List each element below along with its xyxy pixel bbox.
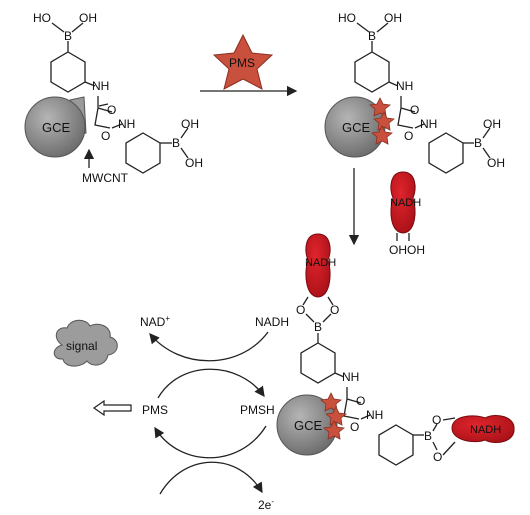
nadh-shape-1: [390, 171, 416, 234]
benzene-ring-3: [354, 51, 390, 93]
gce-label-1: GCE: [42, 120, 71, 135]
molecule-initial: HO OH B NH O O NH B OH OH GCE MWCNT: [24, 11, 203, 185]
nadh-diol-bonds: [396, 233, 410, 241]
star-icon: [373, 111, 395, 131]
oxygen-label-6: O: [330, 303, 339, 317]
boron-label-3: B: [368, 29, 376, 43]
oxygen-label-5: O: [296, 303, 305, 317]
catalytic-cycle: NAD+ NADH PMS PMSH 2e- signal: [53, 314, 289, 512]
amide-bond-6: [360, 414, 371, 420]
oxygen-label-10: O: [433, 450, 442, 464]
star-icon: [212, 33, 274, 90]
molecule-bound: NADH O O B NH O O NH B O O NADH GCE: [276, 233, 515, 466]
pmsh-label: PMSH: [240, 403, 275, 417]
pms-label-top: PMS: [229, 56, 255, 70]
oxygen-label-1: O: [107, 103, 116, 117]
boronate-ring-bonds-1: [302, 296, 334, 323]
nh-label-6: NH: [366, 408, 383, 422]
signal-label: signal: [66, 339, 97, 353]
boronic-bonds-1: [51, 22, 84, 52]
gce-label-3: GCE: [294, 418, 323, 433]
hydroxyl-label-5: HO: [338, 11, 356, 25]
hydroxyl-label-3: OH: [181, 117, 199, 131]
mwcnt-label: MWCNT: [82, 171, 129, 185]
hollow-arrow-icon: [92, 399, 132, 417]
carbonyl-bonds-1: [94, 96, 113, 129]
pmsh-oxidation-arc: [154, 425, 267, 459]
star-icon: [371, 125, 393, 145]
hydroxyl-label-7: OH: [483, 117, 501, 131]
benzene-ring-6: [378, 424, 414, 466]
benzene-ring-4: [428, 132, 464, 174]
electron-transfer-arc: [159, 461, 263, 495]
boron-label-5: B: [314, 320, 322, 334]
nadh-shape-3: [451, 415, 515, 443]
amide-bond-3: [388, 81, 399, 87]
nad-plus-label: NAD+: [140, 314, 170, 329]
pms-label-cycle: PMS: [142, 403, 168, 417]
amide-bond-1: [84, 81, 96, 87]
boronic-bonds-3: [356, 22, 389, 52]
nh-label-5: NH: [342, 370, 359, 384]
cloud-icon: [53, 319, 118, 367]
nadh-label-2: NADH: [305, 257, 336, 269]
boronic-bonds-2: [180, 127, 189, 159]
hydroxyl-label-6: OH: [384, 11, 402, 25]
oxygen-label-9: O: [432, 413, 441, 427]
nadh-label-cycle: NADH: [255, 315, 289, 329]
star-icon: [369, 97, 391, 117]
nh-label-1: NH: [92, 79, 109, 93]
pms-reagent: PMS: [212, 33, 274, 90]
benzene-ring-1: [50, 51, 86, 93]
oxygen-label-3: O: [410, 103, 419, 117]
nadh-shape-2: [305, 233, 331, 298]
oxygen-label-8: O: [350, 420, 359, 434]
gce-electrode-3: [276, 394, 338, 456]
amide-bond-2: [111, 123, 123, 129]
boronic-bonds-4: [482, 127, 491, 159]
gce-label-2: GCE: [342, 120, 371, 135]
star-icon: [323, 420, 345, 440]
oxygen-label-7: O: [356, 394, 365, 408]
benzene-ring-2: [125, 132, 161, 174]
benzene-ring-5: [300, 342, 336, 384]
nh-label-3: NH: [396, 79, 413, 93]
boronate-ring-bonds-2: [432, 417, 456, 456]
nh-label-2: NH: [118, 117, 135, 131]
boron-label-6: B: [424, 429, 432, 443]
nadh-oxidation-arc: [149, 331, 269, 362]
boron-label-4: B: [474, 136, 482, 150]
nadh-label-1: NADH: [390, 197, 421, 209]
hydroxyl-label-1: HO: [33, 11, 51, 25]
nadh-free: NADH OHOH: [389, 171, 425, 257]
diol-label: OHOH: [389, 243, 425, 257]
amide-bond-5: [334, 372, 345, 378]
boron-label-1: B: [64, 29, 72, 43]
molecule-modified: HO OH B NH O O NH B OH OH GCE: [324, 11, 505, 174]
carbonyl-bonds-2: [397, 96, 416, 129]
electron-label: 2e-: [258, 497, 274, 512]
hydroxyl-label-8: OH: [487, 156, 505, 170]
star-icon: [325, 406, 347, 426]
hydroxyl-label-4: OH: [185, 156, 203, 170]
amide-bond-4: [414, 123, 425, 129]
gce-electrode-1: [24, 96, 86, 158]
oxygen-label-4: O: [404, 129, 413, 143]
oxygen-label-2: O: [101, 129, 110, 143]
nadh-label-3: NADH: [470, 424, 501, 436]
hydroxyl-label-2: OH: [79, 11, 97, 25]
nh-label-4: NH: [420, 117, 437, 131]
boron-label-2: B: [172, 136, 180, 150]
pms-reduction-arc: [157, 368, 265, 399]
